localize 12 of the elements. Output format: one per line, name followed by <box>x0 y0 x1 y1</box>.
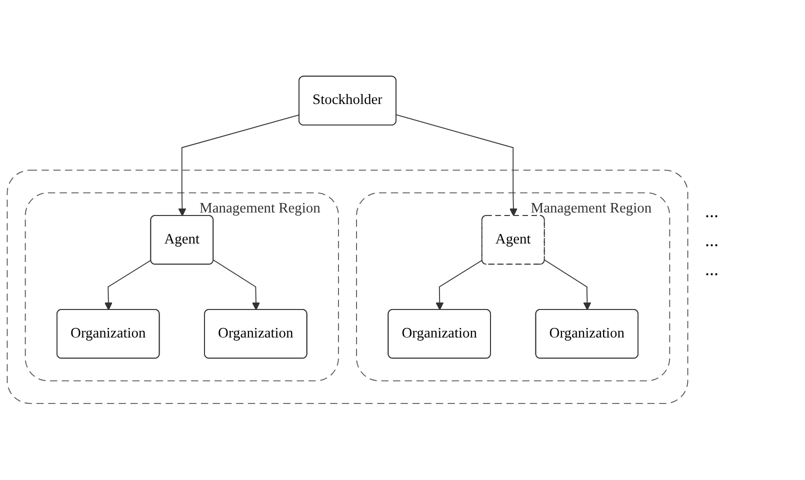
arrow <box>544 260 592 310</box>
cluster <box>356 192 670 382</box>
cluster <box>6 170 688 404</box>
arrow <box>396 114 518 216</box>
ellipsis-note: ... <box>705 230 720 250</box>
arrow <box>178 114 300 216</box>
ellipsis-note: ... <box>705 200 720 222</box>
arrow <box>436 260 483 310</box>
arrow <box>104 260 152 310</box>
arrow <box>213 260 260 310</box>
cluster <box>24 192 339 382</box>
ellipsis-note: ... <box>705 258 720 280</box>
